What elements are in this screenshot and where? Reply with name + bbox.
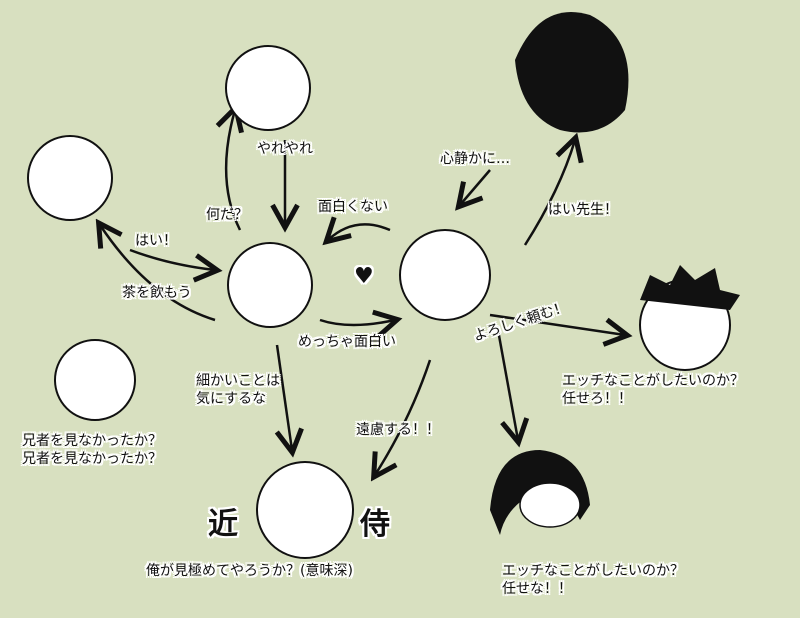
arrow [523, 140, 575, 246]
arrow [277, 344, 292, 450]
label-yareyare: やれやれ [257, 141, 313, 157]
label-line: 気にするな [196, 391, 267, 407]
character-face-dark-hair [490, 450, 590, 535]
label-hai: はい！ [135, 233, 177, 249]
arrow [375, 359, 432, 475]
character-face [399, 229, 491, 321]
arrow [460, 169, 491, 205]
label-cha: 茶を飲もう [122, 285, 192, 301]
label-line: 任せな！！ [502, 581, 572, 597]
label-kokoro: 心静かに… [440, 151, 510, 167]
character-face [227, 242, 313, 328]
label-omoshirokunai: 面白くない [318, 199, 388, 215]
label-kinji-right: 侍 [360, 507, 390, 542]
arrow [129, 248, 215, 270]
arrow [226, 110, 240, 231]
arrow [100, 225, 216, 322]
arrow [489, 313, 625, 335]
label-line: 兄者を見なかったか？ [22, 451, 162, 467]
character-face [27, 135, 113, 221]
label-line: エッチなことがしたいのか？ [562, 373, 744, 389]
label-line: エッチなことがしたいのか？ [502, 563, 684, 579]
arrow [319, 320, 395, 325]
label-ecchi-makasero: エッチなことがしたいのか？ 任せろ！！ [562, 372, 744, 408]
label-ecchi-makasena: エッチなことがしたいのか？ 任せな！！ [502, 562, 684, 598]
character-face [225, 45, 311, 131]
label-nanda: 何だ？ [206, 207, 248, 223]
label-meccha: めっちゃ面白い [298, 334, 396, 350]
heart-icon: ♥ [354, 264, 374, 289]
label-line: 任せろ！！ [562, 391, 632, 407]
character-face [256, 461, 354, 559]
character-face [54, 339, 136, 421]
label-anija: 兄者を見なかったか？ 兄者を見なかったか？ [22, 432, 162, 468]
label-hai-sensei: はい先生！ [548, 202, 618, 218]
label-enryo: 遠慮する！！ [356, 422, 440, 438]
arrow [496, 329, 518, 440]
arrow [328, 224, 391, 240]
label-ore: 俺が見極めてやろうか？(意味深) [146, 563, 353, 579]
label-line: 細かいことは [196, 373, 280, 389]
character-face-spiky-hair [640, 265, 740, 310]
label-line: 兄者を見なかったか？ [22, 433, 162, 449]
label-kinji-left: 近 [208, 507, 238, 542]
character-face-dark-hair [515, 12, 629, 133]
label-komakai: 細かいことは 気にするな [196, 372, 280, 408]
